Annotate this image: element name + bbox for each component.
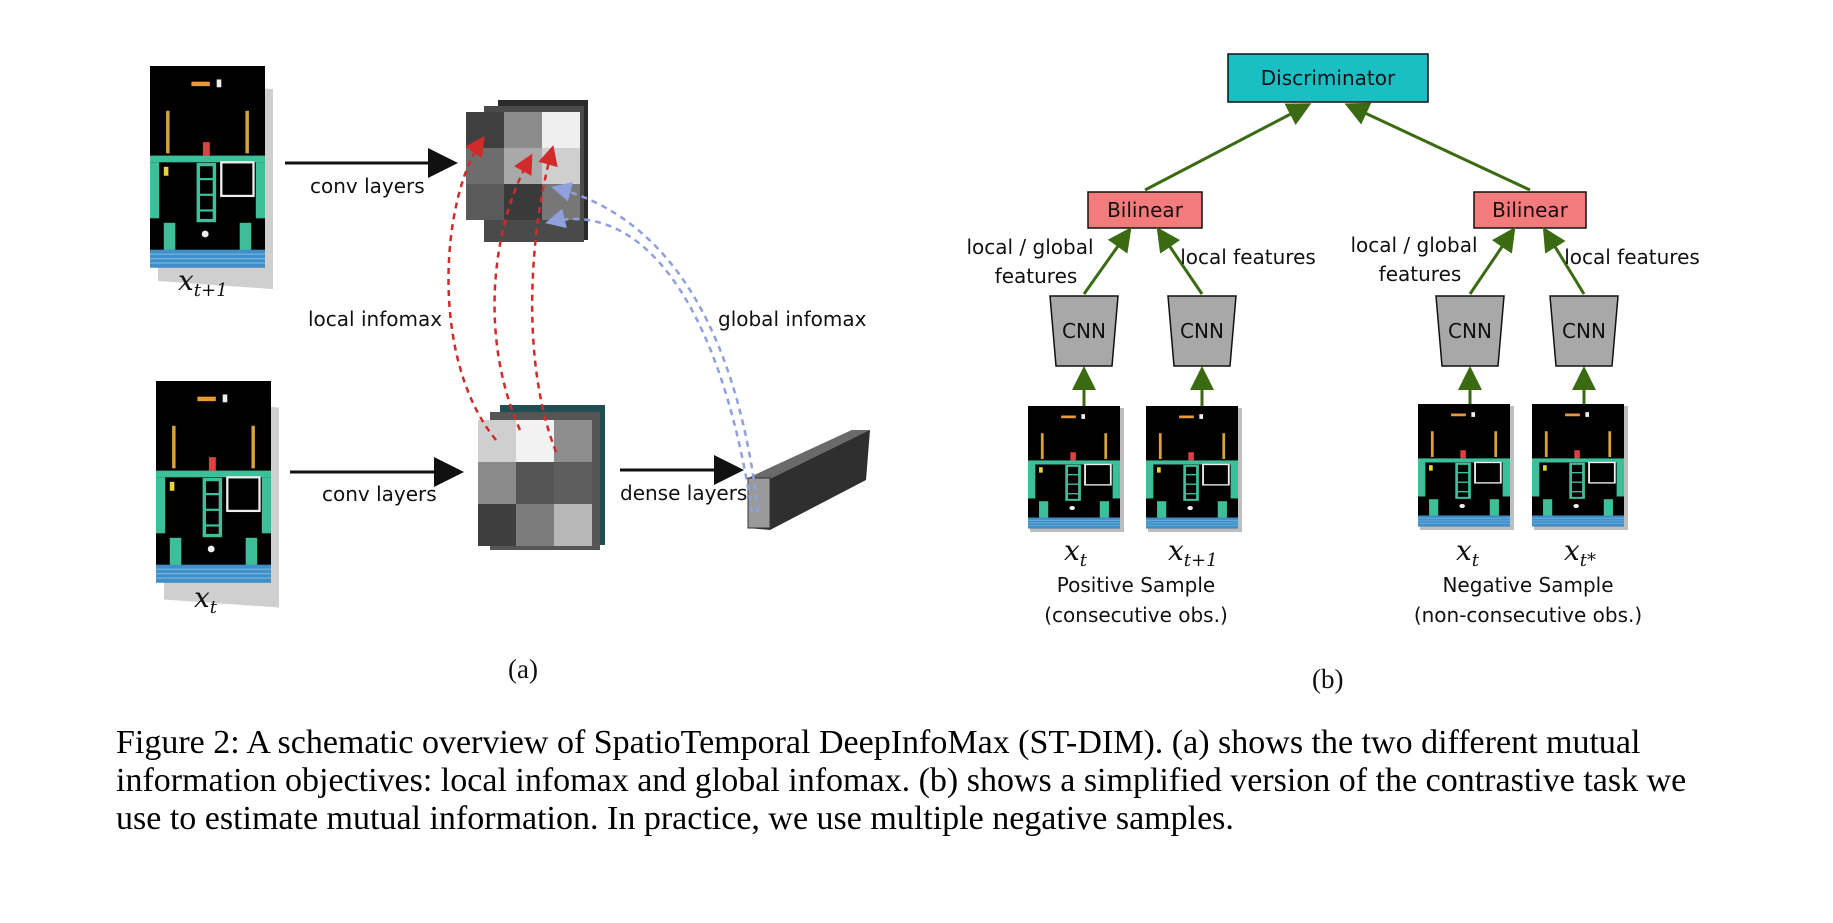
game-frame-neg-1 <box>1416 402 1514 530</box>
panel-a-tag: (a) <box>508 654 538 684</box>
game-frame-pos-2 <box>1144 404 1242 532</box>
discriminator-box <box>1227 53 1429 103</box>
neg-x2-label: xt* <box>1564 534 1596 571</box>
arrow-bilinear-left-to-disc <box>1144 103 1312 192</box>
cnn-block-3: CNN <box>1435 295 1505 367</box>
cnn-block-2: CNN <box>1167 295 1237 367</box>
negative-sample-sub: (non-consecutive obs.) <box>1414 603 1642 627</box>
local-infomax-label: local infomax <box>308 307 442 331</box>
feature-map-bottom <box>478 405 605 550</box>
conv-label-top: conv layers <box>310 174 425 198</box>
bilinear-label-right: Bilinear <box>1492 198 1569 222</box>
lg-label-left-2: features <box>995 264 1078 288</box>
cnn-block-1: CNN <box>1049 295 1119 367</box>
pos-x2-label: xt+1 <box>1168 534 1218 571</box>
panel-b: Discriminator Bilinear Bilinear CNN CNN … <box>966 53 1700 694</box>
svg-text:CNN: CNN <box>1562 319 1606 343</box>
positive-sample-sub: (consecutive obs.) <box>1044 603 1228 627</box>
conv-label-bottom: conv layers <box>322 482 437 506</box>
frame-bottom-label: xt <box>194 581 218 618</box>
lg-label-right-1: local / global <box>1350 233 1477 257</box>
discriminator-label: Discriminator <box>1261 66 1396 90</box>
arrow-cnn4-to-bilinear <box>1542 226 1586 295</box>
global-infomax-links <box>545 182 760 513</box>
bilinear-box-right <box>1473 191 1587 229</box>
pos-x1-label: xt <box>1064 534 1088 571</box>
game-frame-neg-2 <box>1530 402 1628 530</box>
dense-label: dense layers <box>620 481 747 505</box>
local-infomax-links <box>447 135 558 453</box>
bilinear-label-left: Bilinear <box>1107 198 1184 222</box>
feature-map-top <box>466 100 588 242</box>
lg-label-left-1: local / global <box>966 235 1093 259</box>
svg-text:CNN: CNN <box>1180 319 1224 343</box>
arrow-cnn2-to-bilinear <box>1156 227 1204 295</box>
panel-b-tag: (b) <box>1312 664 1343 694</box>
cnn-block-4: CNN <box>1549 295 1619 367</box>
svg-text:CNN: CNN <box>1448 319 1492 343</box>
arrow-cnn3-to-bilinear <box>1468 227 1516 295</box>
local-label-right: local features <box>1564 245 1700 269</box>
game-frame-pos-1 <box>1026 404 1124 532</box>
global-vector <box>747 430 870 530</box>
bilinear-box-left <box>1087 191 1203 229</box>
game-frame-bottom <box>154 379 279 608</box>
frame-top-label: xt+1 <box>178 264 228 301</box>
negative-sample-title: Negative Sample <box>1442 573 1613 597</box>
arrow-bilinear-right-to-disc <box>1344 102 1531 192</box>
game-frame-top <box>148 64 273 290</box>
local-label-left: local features <box>1180 245 1316 269</box>
lg-label-right-2: features <box>1379 262 1462 286</box>
svg-text:CNN: CNN <box>1062 319 1106 343</box>
neg-x1-label: xt <box>1456 534 1480 571</box>
positive-sample-title: Positive Sample <box>1057 573 1215 597</box>
global-infomax-label: global infomax <box>718 307 867 331</box>
figure-caption: Figure 2: A schematic overview of Spatio… <box>116 724 1687 837</box>
arrow-cnn1-to-bilinear <box>1082 227 1132 295</box>
panel-a: xt+1 xt conv layers conv layers <box>148 64 870 684</box>
